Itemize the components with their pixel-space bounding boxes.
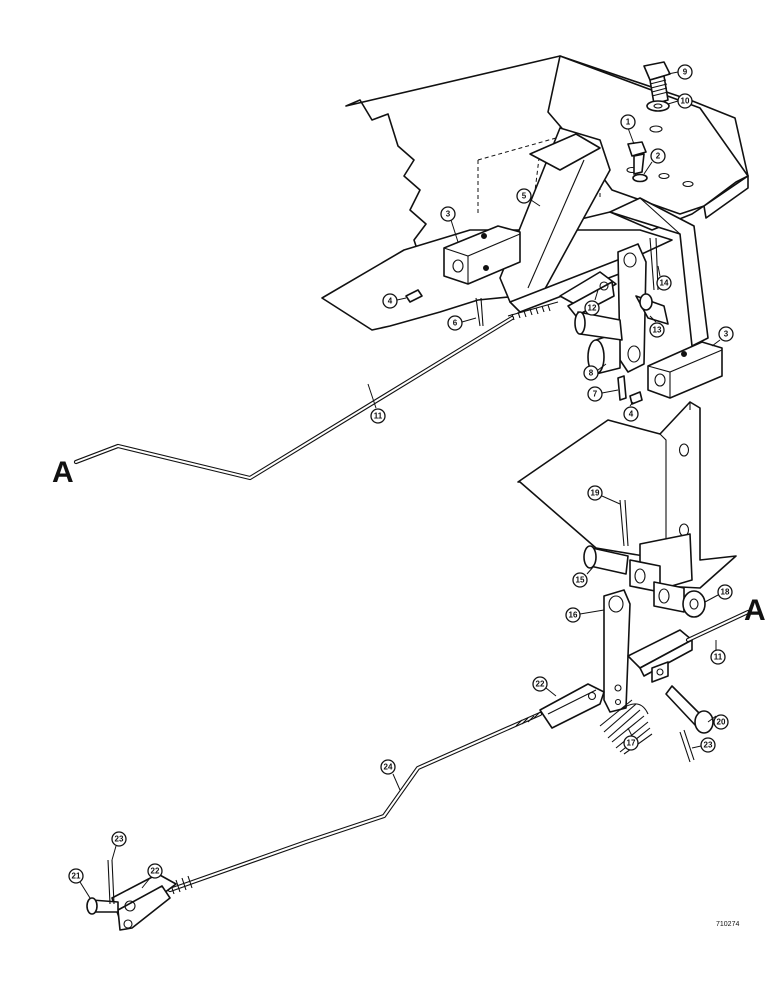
callout-clevis-lower: 22 [532,676,557,697]
callout-spring: 17 [623,727,639,751]
callout-washer-top: 10 [667,93,693,109]
callout-clevis-end: 22 [141,863,163,889]
block-right [647,341,723,399]
callout-block-left: 3 [440,206,459,243]
callout-lever-upper: 8 [583,363,607,381]
svg-text:8: 8 [589,369,594,378]
callout-bracket-plate: 5 [516,188,541,207]
lever-upper [587,243,647,375]
callout-washer-lower: 18 [704,584,733,603]
callout-clevis-upper: 12 [584,289,600,316]
hardware-upper [405,61,671,405]
svg-text:3: 3 [724,330,729,339]
rod-long [167,711,543,895]
callout-key-upper: 7 [587,386,619,402]
svg-text:23: 23 [704,741,713,750]
svg-text:24: 24 [384,763,393,772]
callout-pin-end: 21 [68,868,91,899]
hardware-lower [539,499,751,763]
svg-text:21: 21 [72,872,81,881]
svg-text:13: 13 [653,326,662,335]
ref-letter-right: A [744,594,766,627]
callout-pin-clevis: 20 [707,714,729,730]
svg-text:12: 12 [588,304,597,313]
callout-rod-lower: 11 [710,640,726,665]
svg-text:22: 22 [536,680,545,689]
svg-text:9: 9 [683,68,688,77]
svg-text:18: 18 [721,588,730,597]
svg-text:2: 2 [656,152,661,161]
end-clevis [86,859,177,931]
svg-text:14: 14 [660,279,669,288]
figure-id: 710274 [716,921,739,928]
svg-text:23: 23 [115,835,124,844]
callout-pin-lower: 15 [572,565,595,588]
callout-block-right: 3 [711,326,734,347]
callout-cotter-end: 23 [111,831,127,861]
callout-setscrew-left: 4 [382,293,407,309]
callout-pin-upper: 13 [649,315,665,338]
callout-bolt-top: 9 [667,64,693,80]
svg-text:16: 16 [569,611,578,620]
callout-rod-upper: 11 [367,383,386,424]
callout-cotter-lower: 23 [691,737,716,753]
svg-text:19: 19 [591,489,600,498]
svg-text:7: 7 [593,390,598,399]
rod-upper [73,315,515,481]
svg-text:11: 11 [374,412,383,421]
svg-text:3: 3 [446,210,451,219]
svg-text:10: 10 [681,97,690,106]
svg-text:17: 17 [627,739,636,748]
svg-text:15: 15 [576,576,585,585]
svg-text:6: 6 [453,319,458,328]
callout-lever-lower: 16 [565,607,605,623]
block-left [443,225,521,285]
svg-text:11: 11 [714,653,723,662]
callout-cotter-mid: 19 [587,485,621,505]
callout-cotter-upper: 14 [656,265,672,291]
svg-text:4: 4 [629,410,634,419]
callout-bolt-small: 1 [620,114,636,145]
callout-cotter-left: 6 [447,315,477,331]
svg-text:22: 22 [151,867,160,876]
svg-text:1: 1 [626,118,631,127]
ref-letter-left: A [52,456,74,489]
callout-washer-small: 2 [643,148,666,175]
svg-text:5: 5 [522,192,527,201]
svg-text:4: 4 [388,297,393,306]
callout-long-rod: 24 [380,759,401,791]
callout-setscrew-right: 4 [623,401,639,422]
clevis-upper [559,237,669,341]
svg-text:20: 20 [717,718,726,727]
